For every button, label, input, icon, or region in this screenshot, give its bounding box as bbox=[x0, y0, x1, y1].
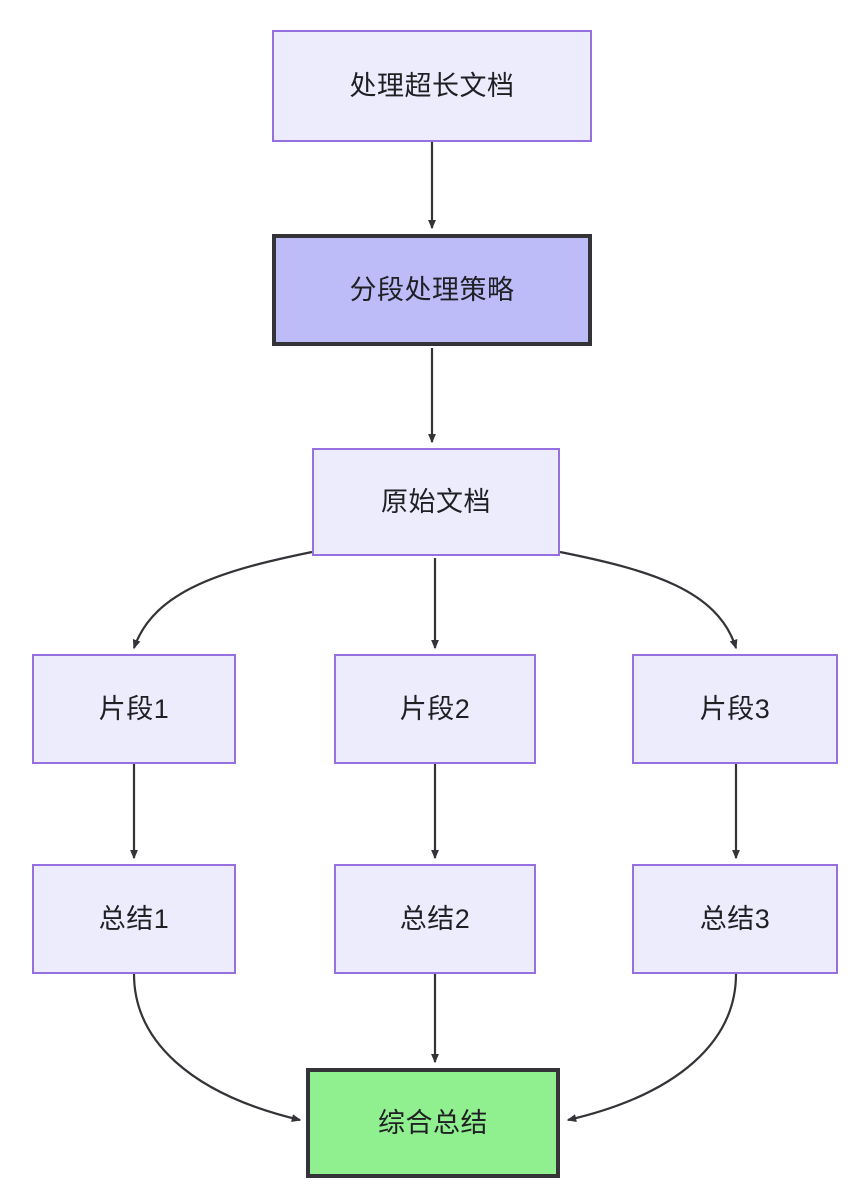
node-source-doc[interactable]: 原始文档 bbox=[312, 448, 560, 556]
edge-sum3-to-final bbox=[566, 973, 738, 1123]
node-summary-2[interactable]: 总结2 bbox=[334, 864, 536, 974]
node-fragment-3[interactable]: 片段3 bbox=[632, 654, 838, 764]
edge-source-doc-to-frag3 bbox=[559, 550, 738, 650]
node-strategy[interactable]: 分段处理策略 bbox=[272, 234, 592, 346]
node-final-summary[interactable]: 综合总结 bbox=[306, 1068, 560, 1178]
node-long-doc[interactable]: 处理超长文档 bbox=[272, 30, 592, 142]
node-fragment-2[interactable]: 片段2 bbox=[334, 654, 536, 764]
node-fragment-1[interactable]: 片段1 bbox=[32, 654, 236, 764]
node-summary-3[interactable]: 总结3 bbox=[632, 864, 838, 974]
edge-source-doc-to-frag1 bbox=[132, 550, 313, 650]
node-summary-1[interactable]: 总结1 bbox=[32, 864, 236, 974]
edge-sum1-to-final bbox=[132, 973, 302, 1123]
